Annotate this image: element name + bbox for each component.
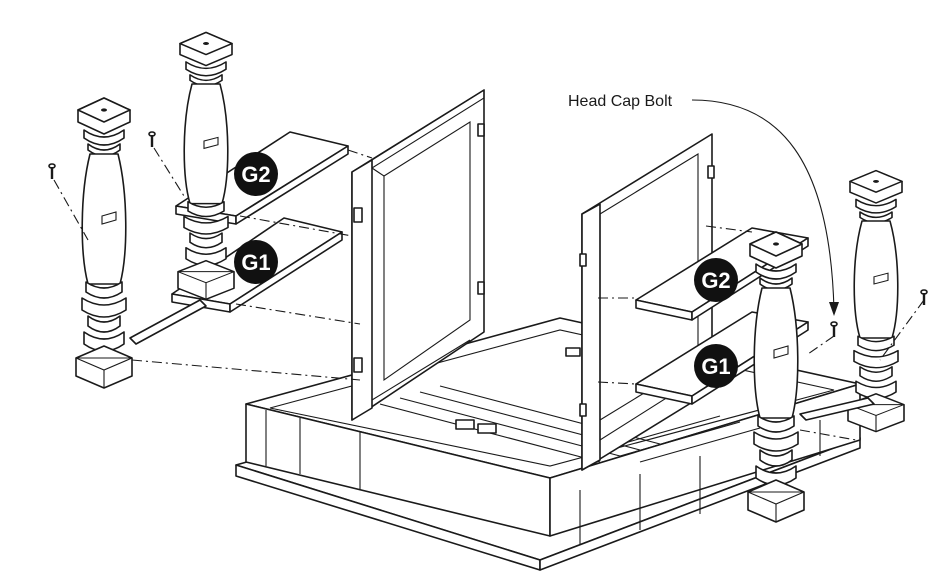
- badge-right-g2: G2: [694, 258, 738, 302]
- badge-left-g1: G1: [234, 240, 278, 284]
- svg-text:G2: G2: [241, 162, 270, 187]
- leg-back-left: [129, 31, 235, 345]
- svg-text:G2: G2: [701, 268, 730, 293]
- left-side-frame: [351, 89, 485, 421]
- callout-label: Head Cap Bolt: [568, 93, 673, 110]
- assembly-guide-lines: [53, 147, 925, 441]
- leg-front-left: [75, 97, 133, 389]
- head-cap-bolt-callout: Head Cap Bolt: [568, 93, 839, 316]
- badge-left-g2: G2: [234, 152, 278, 196]
- head-cap-bolt: [48, 131, 928, 338]
- svg-text:G1: G1: [241, 250, 270, 275]
- svg-text:G1: G1: [701, 354, 730, 379]
- leg-back-right: [799, 169, 905, 433]
- badge-right-g1: G1: [694, 344, 738, 388]
